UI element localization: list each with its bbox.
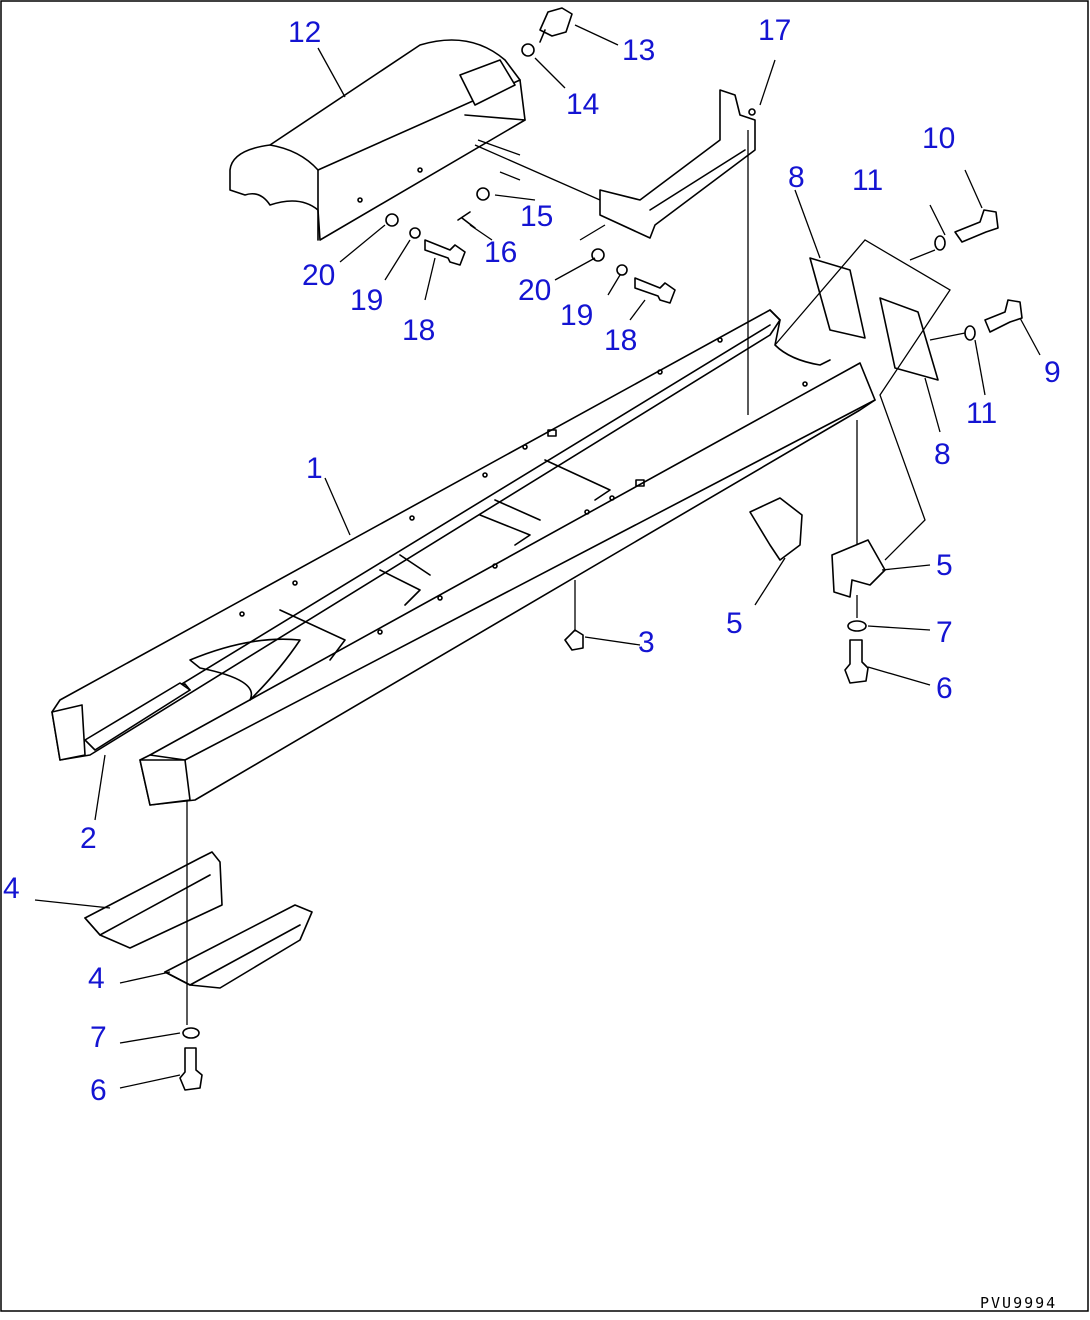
callout-6: 6	[936, 672, 953, 705]
part-bracket-4b	[164, 904, 313, 989]
callout-17: 17	[758, 14, 791, 47]
part-nut-3	[564, 629, 584, 651]
callout-1: 1	[306, 452, 323, 485]
part-bracket-4a	[84, 851, 223, 949]
part-plate-8b	[879, 297, 939, 381]
callout-2: 2	[80, 822, 97, 855]
callout-8: 8	[934, 438, 951, 471]
part-washer-11a	[934, 235, 946, 251]
part-pin-16	[457, 211, 476, 229]
part-washer-19a	[409, 227, 421, 239]
part-block-5b	[831, 539, 886, 598]
callout-4: 4	[3, 872, 20, 905]
assembly-lines	[186, 130, 966, 1025]
callout-16: 16	[484, 236, 517, 269]
callout-6: 6	[90, 1074, 107, 1107]
part-washer-20a	[385, 213, 399, 227]
part-washer-15	[476, 187, 490, 201]
callout-18: 18	[604, 324, 637, 357]
callout-9: 9	[1044, 356, 1061, 389]
callout-14: 14	[566, 88, 599, 121]
part-bolt-18b	[634, 277, 676, 304]
part-washer-19b	[616, 264, 628, 276]
callout-13: 13	[622, 34, 655, 67]
callout-19: 19	[560, 299, 593, 332]
part-washer-7a	[182, 1027, 200, 1039]
callout-7: 7	[936, 616, 953, 649]
callout-4: 4	[88, 962, 105, 995]
callout-5: 5	[726, 607, 743, 640]
part-plate-8a	[809, 257, 866, 339]
part-bolt-18a	[424, 239, 466, 266]
callout-5: 5	[936, 549, 953, 582]
callout-10: 10	[922, 122, 955, 155]
part-strip-2	[84, 682, 191, 751]
callout-labels: 1 2 3 4 4 5 5 6 6 7 7 8 8 9 10 11 11 12 …	[3, 14, 1061, 1107]
callout-7: 7	[90, 1021, 107, 1054]
leader-lines	[34, 24, 1041, 1089]
part-washer-7b	[847, 620, 867, 632]
part-bolt-6a	[179, 1047, 203, 1091]
part-bolt-13	[539, 7, 573, 43]
callout-15: 15	[520, 200, 553, 233]
part-block-5a	[749, 497, 803, 561]
drawing-code: PVU9994	[980, 1294, 1057, 1312]
callout-8: 8	[788, 161, 805, 194]
part-washer-11b	[964, 325, 976, 341]
callout-11: 11	[966, 397, 997, 430]
part-frame-1	[51, 309, 876, 806]
part-washer-14	[521, 43, 535, 57]
callout-20: 20	[518, 274, 551, 307]
callout-20: 20	[302, 259, 335, 292]
callout-19: 19	[350, 284, 383, 317]
callout-18: 18	[402, 314, 435, 347]
part-bolt-10	[954, 209, 999, 243]
part-bracket-17	[599, 89, 756, 239]
callout-12: 12	[288, 16, 321, 49]
part-bolt-9	[984, 299, 1023, 333]
callout-3: 3	[638, 626, 655, 659]
part-cover-12	[229, 39, 526, 241]
part-bolt-6b	[844, 639, 869, 684]
callout-11: 11	[852, 164, 883, 197]
